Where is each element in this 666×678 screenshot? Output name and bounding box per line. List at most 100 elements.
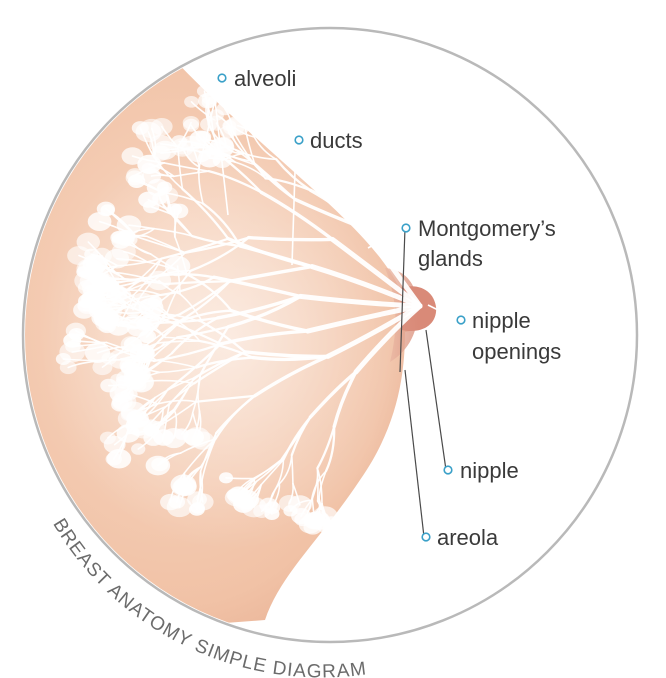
alveolus-lobule (139, 118, 164, 139)
montgomery-marker (401, 223, 411, 233)
alveolus-lobule (350, 67, 375, 87)
duct-branch (362, 226, 423, 309)
duct-branch (159, 400, 197, 427)
mammary-gland-tree (55, 62, 423, 538)
duct-branch (195, 356, 255, 369)
alveolus-lobule (99, 431, 116, 445)
duct-branch (175, 325, 230, 339)
duct-branch (246, 235, 335, 242)
alveolus-lobule (281, 63, 306, 83)
alveolus-lobule (226, 488, 242, 502)
duct-branch (228, 264, 314, 283)
duct-branch (197, 373, 202, 412)
duct-branch (153, 156, 184, 190)
duct-branch (181, 187, 230, 240)
duct-branch (221, 152, 256, 166)
duct-branch (162, 382, 196, 411)
alveolus-lobule (106, 286, 132, 307)
duct-branch (214, 394, 256, 435)
ducts-marker (294, 135, 304, 145)
duct-branch (353, 303, 423, 375)
label-nipple-openings-line2: openings (472, 339, 561, 364)
duct-branch (324, 425, 336, 473)
alveolus-lobule (164, 255, 191, 277)
alveolus-lobule (123, 388, 138, 400)
duct-branch (185, 272, 233, 312)
alveolus-lobule (84, 342, 111, 363)
duct-branch (125, 289, 162, 296)
duct-branch (252, 354, 330, 398)
duct-branch (194, 394, 256, 403)
alveolus-lobule (116, 215, 142, 235)
duct-branch (220, 155, 263, 194)
duct-branch (179, 293, 204, 323)
duct-branch (155, 359, 198, 369)
duct-branch (145, 235, 187, 254)
alveolus-lobule (143, 200, 160, 214)
duct-branch (215, 294, 303, 320)
duct-branch (316, 467, 319, 502)
duct-branch (253, 136, 278, 161)
alveolus-lobule (152, 192, 168, 205)
alveolus-lobule (181, 135, 202, 152)
alveolus-lobule (136, 318, 153, 332)
duct-branch (232, 129, 253, 163)
label-nipple-openings-line1: nipple (472, 308, 531, 333)
alveolus-lobule (124, 372, 146, 390)
duct-branch (163, 340, 201, 344)
alveolus-lobule (92, 359, 113, 376)
duct-branch (152, 342, 222, 363)
alveolus-lobule (298, 515, 322, 534)
duct-branch (159, 317, 222, 346)
alveolus-lobule (323, 516, 340, 529)
alveoli-marker (217, 73, 227, 83)
leader-lines (197, 77, 459, 538)
duct-branch (173, 170, 210, 178)
duct-branch (316, 425, 336, 470)
alveolus-lobule (86, 285, 105, 300)
duct-branch (332, 370, 358, 429)
nipple-openings-marker (456, 315, 466, 325)
duct-branch (297, 293, 423, 309)
alveolus-lobule (121, 147, 144, 165)
duct-branch (219, 329, 310, 346)
duct-branch (179, 280, 231, 316)
areola-marker (421, 532, 431, 542)
duct-branch (251, 354, 330, 362)
label-ducts: ducts (310, 128, 363, 153)
duct-branch (163, 162, 210, 172)
alveolus-lobule (110, 373, 125, 386)
duct-branch (293, 197, 367, 231)
duct-branch (225, 144, 256, 166)
label-montgomery-line2: glands (418, 246, 483, 271)
alveolus-lobule (192, 493, 214, 511)
alveolus-lobule (160, 493, 181, 511)
duct-branch (307, 129, 334, 172)
duct-branch (330, 169, 367, 231)
duct-branch (305, 303, 423, 334)
duct-branch (154, 377, 195, 399)
duct-branch (179, 309, 233, 322)
duct-branch (159, 276, 215, 297)
duct-branch (201, 438, 217, 482)
duct-branch (156, 399, 197, 405)
alveolus-lobule (68, 327, 85, 341)
alveolus-lobule (141, 162, 156, 174)
alveolus-lobule (136, 345, 154, 360)
duct-branch (290, 416, 312, 457)
duct-branch (199, 432, 217, 472)
alveolus-lobule (59, 360, 77, 375)
alveolus-lobule (116, 424, 140, 443)
alveolus-lobule (161, 427, 187, 449)
alveolus-lobule (100, 204, 115, 216)
duct-branch (329, 236, 423, 309)
alveolus-lobule (105, 304, 123, 319)
alveolus-lobule (184, 95, 199, 108)
alveolus-lobule (230, 93, 247, 107)
duct-branch (253, 163, 297, 201)
duct-branch (201, 320, 247, 354)
duct-branch (158, 366, 198, 374)
label-montgomery-line1: Montgomery’s (418, 216, 556, 241)
duct-branch (193, 350, 247, 385)
alveolus-lobule (77, 299, 93, 312)
